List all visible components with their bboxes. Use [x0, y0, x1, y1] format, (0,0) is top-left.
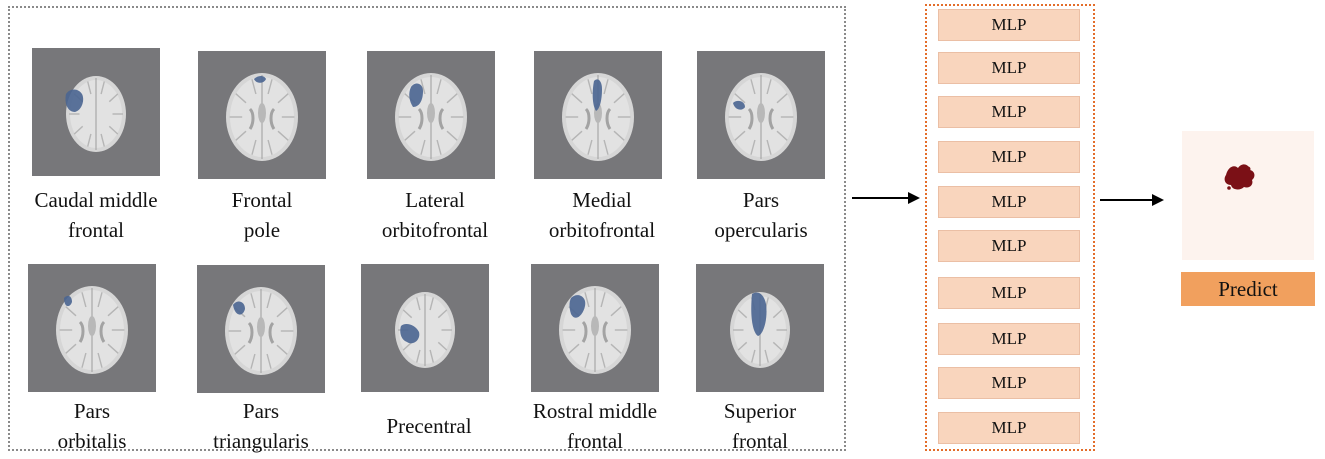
brain-slice-icon: [198, 51, 326, 179]
mlp-layer: MLP: [938, 277, 1080, 309]
brain-slice-icon: [32, 48, 160, 176]
prediction-image: [1182, 131, 1314, 260]
mlp-layer: MLP: [938, 367, 1080, 399]
brain-scan-image: [697, 51, 825, 179]
mlp-layer: MLP: [938, 52, 1080, 84]
mlp-layer: MLP: [938, 230, 1080, 262]
brain-scan-image: [28, 264, 156, 392]
brain-slice-icon: [531, 264, 659, 392]
mlp-layer: MLP: [938, 412, 1080, 444]
mlp-layer: MLP: [938, 323, 1080, 355]
brain-scan-image: [534, 51, 662, 179]
brain-scan-image: [361, 264, 489, 392]
predict-label: Predict: [1181, 272, 1315, 306]
brain-regions-panel: [8, 6, 846, 451]
mlp-stack-panel: MLP MLP MLP MLP MLP MLP MLP MLP MLP MLP: [925, 4, 1095, 451]
brain-slice-icon: [534, 51, 662, 179]
brain-slice-icon: [367, 51, 495, 179]
mlp-layer: MLP: [938, 186, 1080, 218]
brain-scan-image: [32, 48, 160, 176]
mlp-layer: MLP: [938, 141, 1080, 173]
brain-slice-icon: [197, 265, 325, 393]
brain-scan-image: [197, 265, 325, 393]
mlp-layer: MLP: [938, 96, 1080, 128]
brain-scan-image: [531, 264, 659, 392]
brain-slice-icon: [697, 51, 825, 179]
brain-scan-image: [696, 264, 824, 392]
mlp-layer: MLP: [938, 9, 1080, 41]
region-label: Precentral: [386, 414, 472, 438]
arrow-right-icon: [852, 192, 920, 204]
brain-slice-icon: [361, 264, 489, 392]
brain-scan-image: [198, 51, 326, 179]
arrow-right-icon: [1100, 194, 1164, 206]
brain-scan-image: [367, 51, 495, 179]
brain-slice-icon: [696, 264, 824, 392]
brain-slice-icon: [28, 264, 156, 392]
lesion-mask-icon: [1224, 164, 1255, 190]
